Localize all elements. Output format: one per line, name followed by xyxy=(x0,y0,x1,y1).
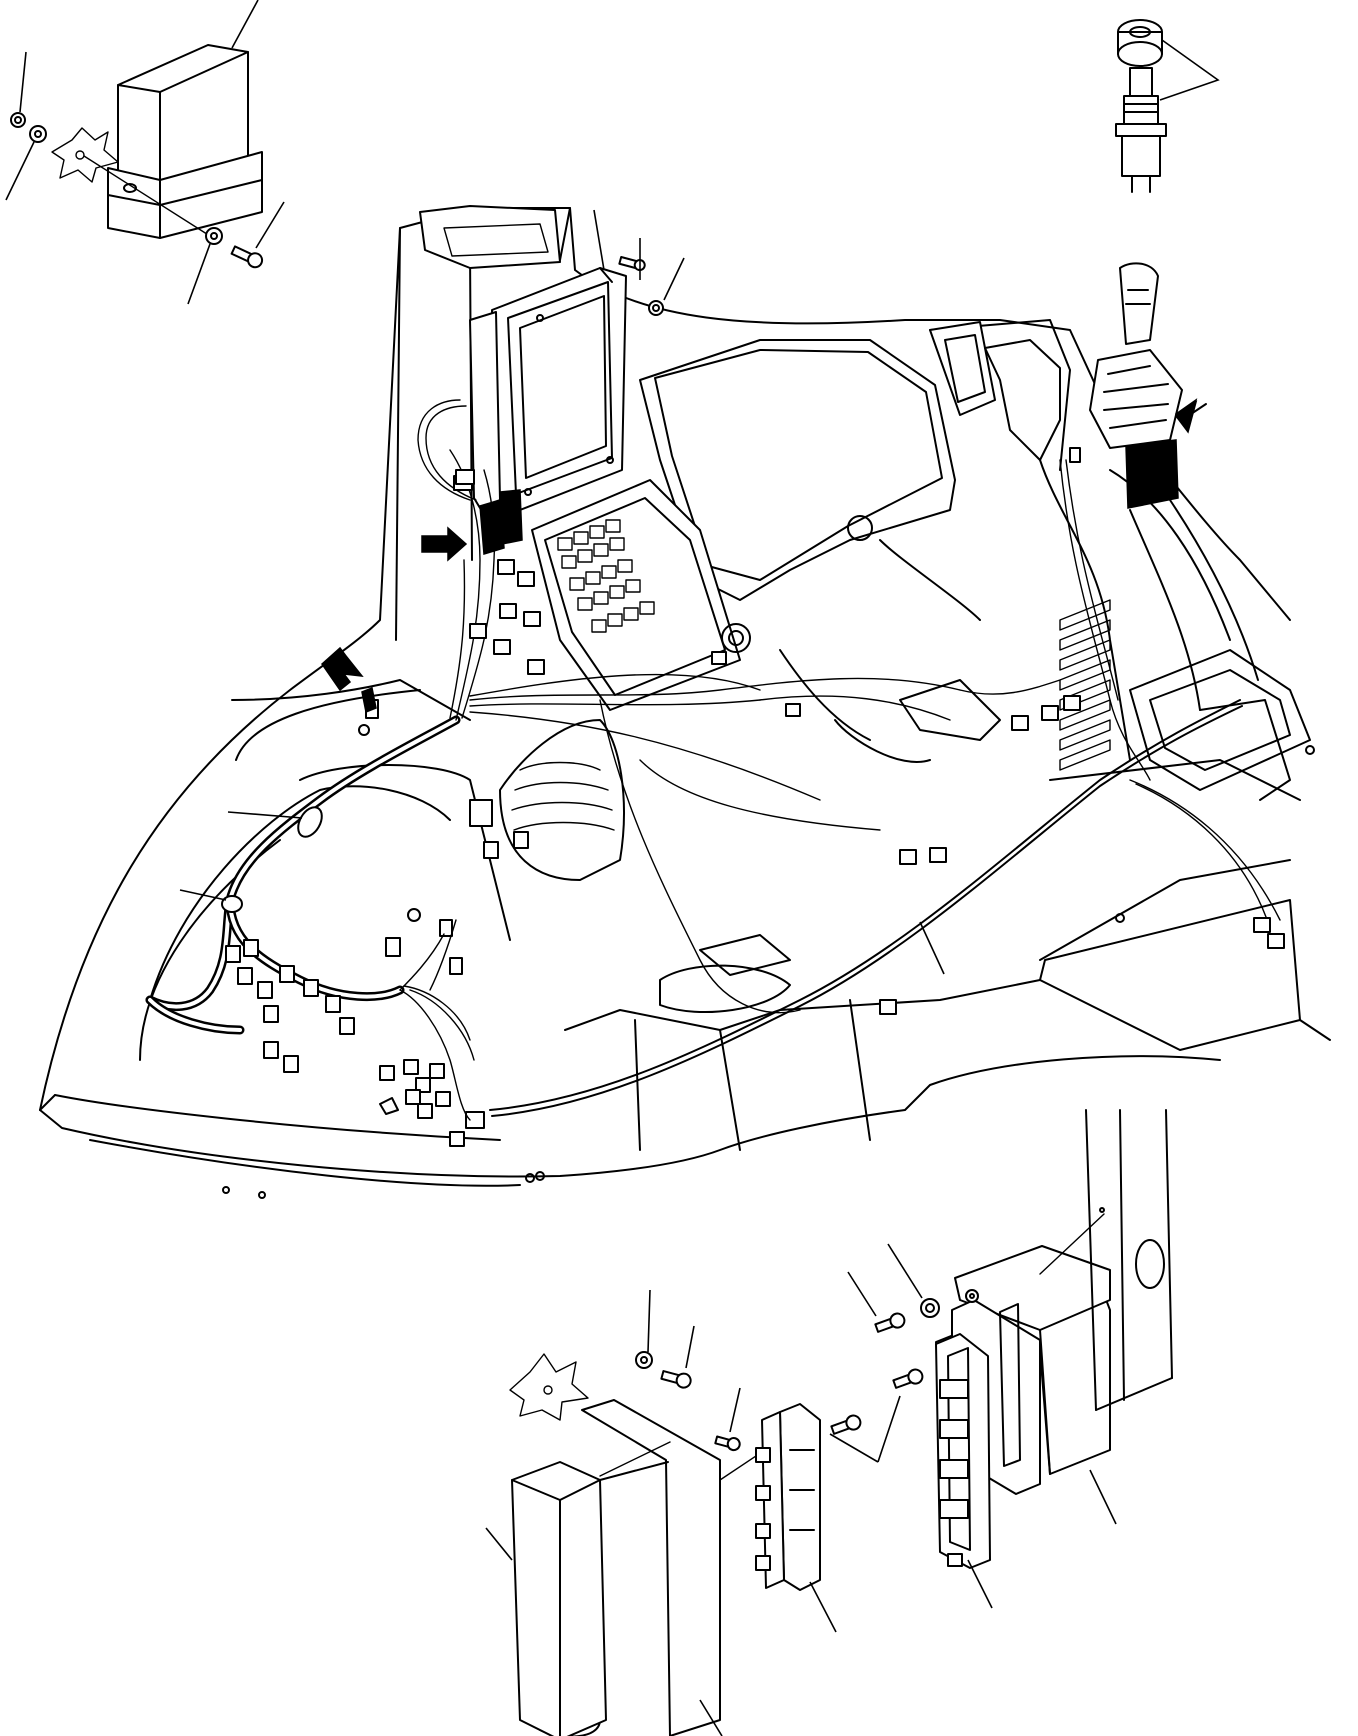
controller-fasteners xyxy=(5,0,285,305)
switch-panel xyxy=(531,479,751,711)
harness-grommet xyxy=(479,499,505,555)
controller-box xyxy=(107,44,263,239)
mounting-surface-mark xyxy=(51,127,211,237)
ignition-switch xyxy=(1115,19,1220,193)
fuse-box xyxy=(847,1213,1117,1609)
control-boot xyxy=(469,719,625,881)
cab-post xyxy=(1085,1109,1173,1411)
direction-arrow xyxy=(421,526,468,562)
harness-grommet xyxy=(499,489,523,545)
relay-box xyxy=(755,1368,924,1633)
relay-cluster xyxy=(225,919,475,1147)
direction-arrow xyxy=(321,646,364,692)
console-body xyxy=(39,205,1331,1199)
bracket-cover xyxy=(485,1353,781,1736)
monitor-panel xyxy=(469,209,685,511)
joystick xyxy=(1089,262,1207,509)
bracket-fasteners xyxy=(635,1289,741,1452)
vent-grille xyxy=(1059,599,1111,771)
wiring-harness xyxy=(145,398,1285,1147)
direction-arrow xyxy=(1174,398,1198,430)
